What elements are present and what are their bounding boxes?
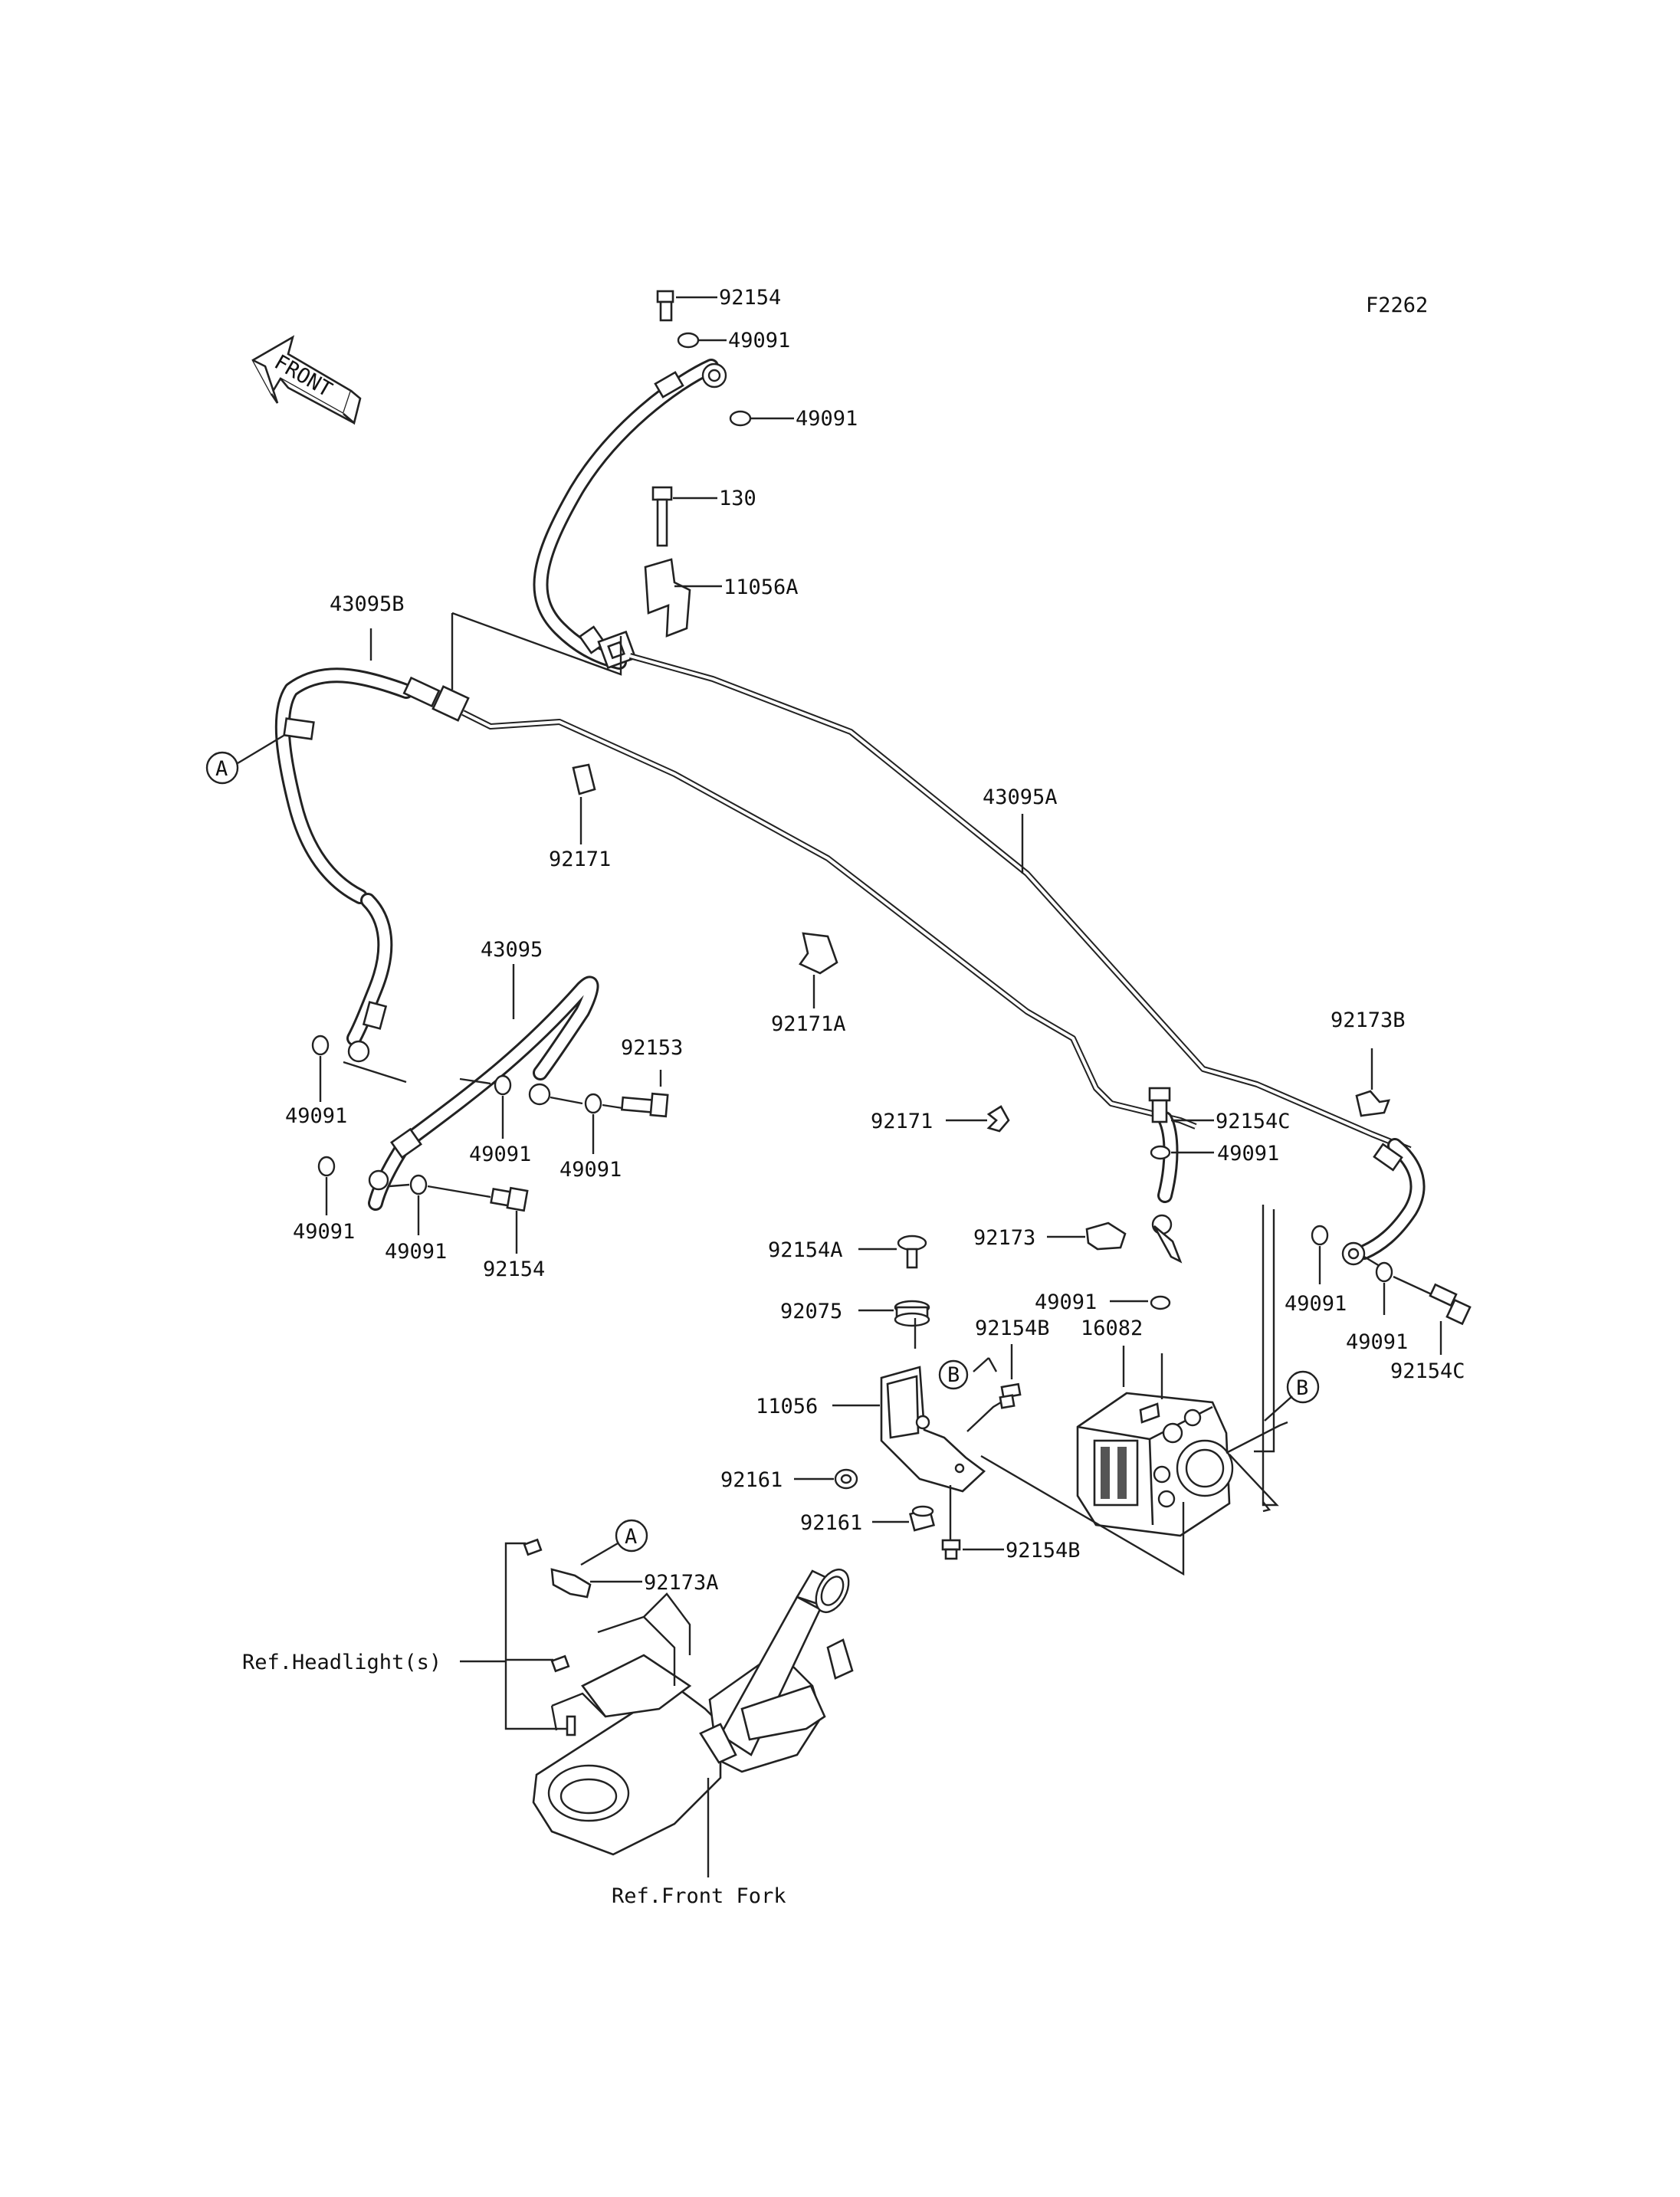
banjo-fitting-center — [1151, 1214, 1183, 1264]
washer-icon — [311, 1035, 330, 1056]
brake-pipe-43095A — [628, 653, 1412, 1153]
part-label-43095: 43095 — [481, 938, 543, 962]
banjo-fitting-top — [701, 362, 727, 389]
part-label-92154-top: 92154 — [719, 286, 781, 310]
clamp-92173-icon — [1085, 1221, 1127, 1251]
washer-icon — [317, 1156, 336, 1177]
part-label-49091-r1: 49091 — [1217, 1142, 1279, 1166]
part-label-92154B-b: 92154B — [1006, 1539, 1081, 1562]
part-label-49091-l3: 49091 — [559, 1158, 622, 1182]
ref-callout-A-lower: A — [580, 1519, 648, 1566]
part-label-49091-r2: 49091 — [1035, 1290, 1097, 1314]
clip-92171-icon — [986, 1105, 1010, 1133]
part-label-92173B: 92173B — [1331, 1008, 1406, 1032]
banjo-bolt-icon — [1429, 1283, 1472, 1326]
part-label-49091-l5: 49091 — [385, 1240, 447, 1264]
part-label-92153: 92153 — [621, 1036, 683, 1060]
grommet-92075-icon — [894, 1300, 930, 1327]
nut-92161-icon — [909, 1505, 935, 1532]
bolt-icon — [999, 1382, 1022, 1409]
part-label-92171A: 92171A — [771, 1012, 846, 1036]
bracket-11056A-icon — [644, 558, 691, 638]
washer-icon — [494, 1074, 512, 1096]
part-label-11056: 11056 — [756, 1395, 818, 1418]
washer-icon — [409, 1174, 428, 1195]
ref-callout-A-upper: A — [205, 734, 284, 785]
part-label-92154C-b: 92154C — [1390, 1359, 1465, 1383]
part-label-11056A: 11056A — [724, 575, 799, 599]
bolt-130-icon — [651, 486, 673, 547]
washer-icon — [1150, 1145, 1171, 1160]
washer-icon — [584, 1093, 602, 1114]
part-label-130: 130 — [719, 487, 756, 510]
brake-pipe-middle — [461, 710, 1197, 1203]
clip-92171-icon — [572, 763, 596, 795]
ref-headlight-label: Ref.Headlight(s) — [242, 1651, 441, 1674]
banjo-fittings-lower-left — [347, 1040, 551, 1191]
figure-code: F2262 — [1366, 293, 1428, 317]
part-label-92075: 92075 — [780, 1300, 842, 1323]
part-label-43095A: 43095A — [983, 785, 1058, 809]
part-label-92161-a: 92161 — [720, 1468, 783, 1492]
svg-text:A: A — [625, 1525, 637, 1549]
pipe-joint-left — [402, 676, 470, 722]
banjo-bolt-icon — [1148, 1087, 1171, 1123]
part-label-92173: 92173 — [973, 1226, 1035, 1250]
ref-callout-B-right: B — [1226, 1370, 1320, 1454]
part-label-49091-top1: 49091 — [728, 329, 790, 353]
part-label-92171-b: 92171 — [871, 1110, 933, 1133]
brake-hose-upper — [533, 359, 719, 670]
part-label-92171-a: 92171 — [549, 848, 611, 871]
front-arrow-icon: FRONT — [251, 335, 362, 425]
banjo-bolt-icon — [656, 290, 674, 322]
part-label-92154B-a: 92154B — [975, 1317, 1050, 1340]
part-label-49091-r4: 49091 — [1346, 1330, 1408, 1354]
part-label-49091-top2: 49091 — [796, 407, 858, 431]
bolt-icon — [941, 1539, 961, 1560]
banjo-bolt-icon — [490, 1186, 529, 1212]
part-label-92161-b: 92161 — [800, 1511, 862, 1535]
part-label-49091-l4: 49091 — [293, 1220, 355, 1244]
part-label-49091-r3: 49091 — [1285, 1292, 1347, 1316]
washer-icon — [1375, 1261, 1393, 1283]
screw-icon — [523, 1538, 576, 1736]
ref-front-fork-label: Ref.Front Fork — [612, 1884, 786, 1908]
bracket-11056-icon — [880, 1366, 986, 1493]
brake-hose-43095B — [274, 667, 414, 1046]
bolt-92154A-icon — [897, 1235, 927, 1269]
part-label-92173A: 92173A — [644, 1571, 719, 1595]
part-label-92154C-a: 92154C — [1216, 1110, 1291, 1133]
svg-text:B: B — [1296, 1376, 1308, 1400]
ref-callout-B-bracket: B — [938, 1359, 969, 1390]
svg-text:A: A — [215, 757, 228, 781]
part-label-16082: 16082 — [1081, 1317, 1143, 1340]
part-label-92154-l: 92154 — [483, 1258, 545, 1281]
banjo-fitting-right — [1341, 1241, 1366, 1266]
clamp-92173A-icon — [550, 1568, 592, 1599]
washer-icon — [729, 410, 752, 427]
washer-icon — [1311, 1225, 1329, 1246]
bolt-92153-icon — [620, 1092, 669, 1118]
part-label-49091-l2: 49091 — [469, 1143, 531, 1166]
nut-92161-icon — [834, 1468, 858, 1490]
brake-hose-right — [1357, 1138, 1426, 1260]
washer-icon — [1150, 1295, 1171, 1310]
abs-unit-16082 — [1076, 1392, 1234, 1537]
clamp-92173B-icon — [1355, 1090, 1391, 1117]
washer-icon — [677, 332, 700, 349]
part-label-92154A: 92154A — [768, 1238, 843, 1262]
clamp-92171A-icon — [799, 932, 838, 975]
part-label-49091-l1: 49091 — [285, 1104, 347, 1128]
svg-text:B: B — [947, 1363, 960, 1387]
steering-stem-assembly — [532, 1568, 854, 1856]
part-label-43095B: 43095B — [330, 592, 405, 616]
